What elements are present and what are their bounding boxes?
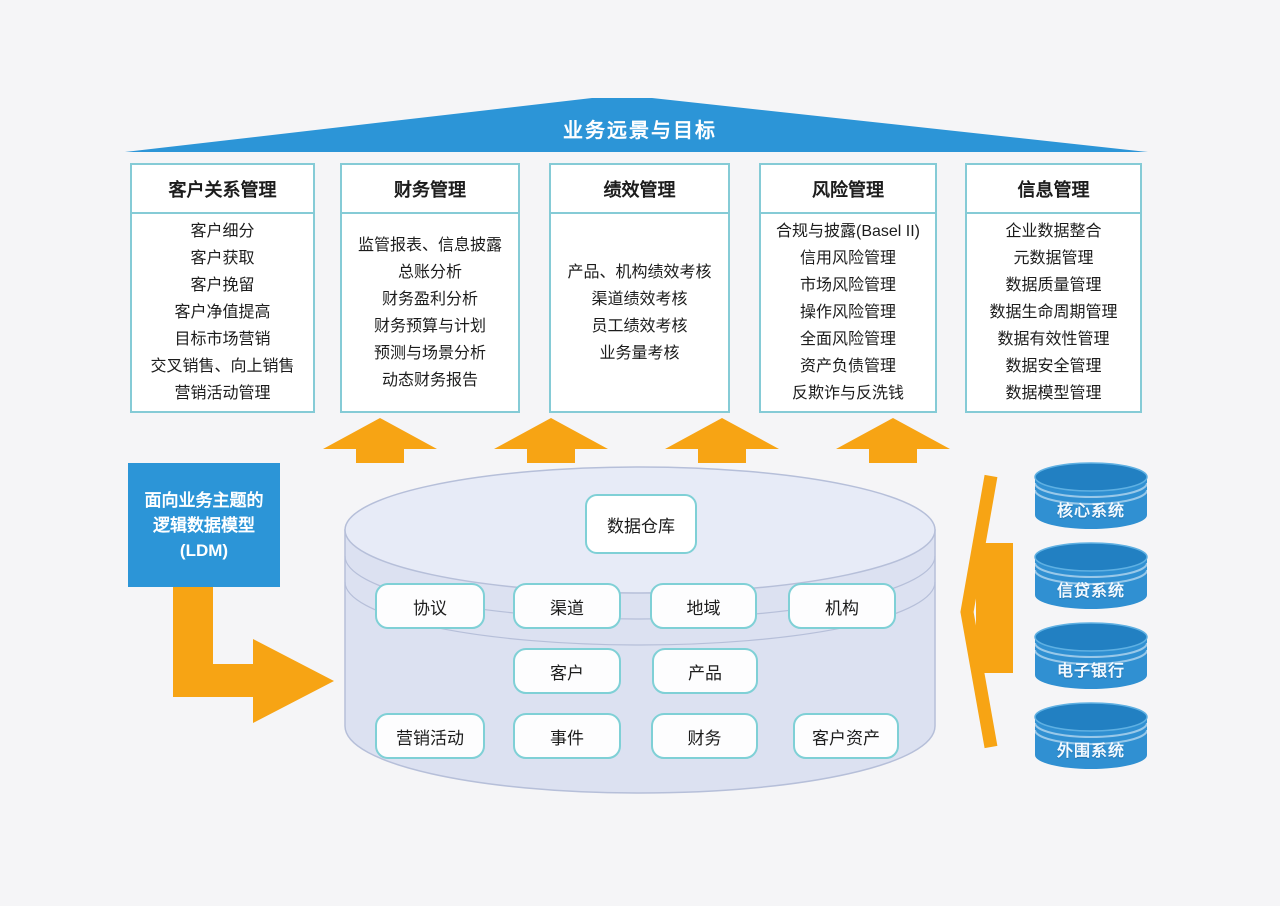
pillar-item: 客户净值提高 bbox=[174, 304, 271, 321]
pillar-item: 操作风险管理 bbox=[799, 304, 896, 321]
pillar-item: 营销活动管理 bbox=[174, 385, 271, 402]
pillar-items: 合规与披露(Basel II) 信用风险管理 市场风险管理 操作风险管理 全面风… bbox=[761, 214, 935, 411]
pillar-item: 客户细分 bbox=[190, 223, 255, 240]
ldm-box: 面向业务主题的 逻辑数据模型 (LDM) bbox=[128, 463, 280, 587]
pillar-item: 数据有效性管理 bbox=[997, 331, 1110, 348]
pillar-title: 客户关系管理 bbox=[132, 165, 313, 214]
pillar-item: 动态财务报告 bbox=[381, 371, 478, 389]
subject-pill: 产品 bbox=[652, 648, 758, 694]
pillar-items: 企业数据整合 元数据管理 数据质量管理 数据生命周期管理 数据有效性管理 数据安… bbox=[967, 214, 1140, 411]
pillar-item: 客户挽留 bbox=[190, 277, 255, 294]
pillar-item: 总账分析 bbox=[397, 263, 462, 281]
ldm-line: 面向业务主题的 bbox=[144, 490, 264, 510]
pillar-items: 产品、机构绩效考核 渠道绩效考核 员工绩效考核 业务量考核 bbox=[551, 214, 728, 411]
pillar-item: 市场风险管理 bbox=[799, 277, 896, 294]
source-system-label: 外围系统 bbox=[1056, 743, 1125, 760]
pillar-item: 业务量考核 bbox=[599, 344, 680, 362]
source-cylinder bbox=[1034, 702, 1148, 769]
source-cylinder bbox=[1034, 462, 1148, 529]
pillar-item: 企业数据整合 bbox=[1005, 223, 1102, 240]
up-arrow bbox=[323, 418, 437, 463]
pillar-item: 渠道绩效考核 bbox=[591, 290, 688, 308]
pillar-item: 员工绩效考核 bbox=[591, 317, 688, 335]
subject-pill: 地域 bbox=[650, 583, 757, 629]
source-system-label: 电子银行 bbox=[1056, 663, 1125, 680]
subject-pill: 事件 bbox=[513, 713, 621, 759]
source-system-label: 信贷系统 bbox=[1056, 583, 1125, 600]
source-cylinders bbox=[1034, 462, 1148, 769]
subject-pill: 渠道 bbox=[513, 583, 621, 629]
subject-pill: 机构 bbox=[788, 583, 896, 629]
sources-to-warehouse-arrow bbox=[960, 474, 1013, 749]
subject-pill: 协议 bbox=[375, 583, 485, 629]
pillar-title: 信息管理 bbox=[967, 165, 1140, 214]
pillar-title: 风险管理 bbox=[761, 165, 935, 214]
pillar-risk: 风险管理 合规与披露(Basel II) 信用风险管理 市场风险管理 操作风险管… bbox=[759, 163, 937, 413]
pillar-item: 产品、机构绩效考核 bbox=[567, 263, 712, 281]
pillar-item: 合规与披露(Basel II) bbox=[775, 223, 921, 240]
pillar-item: 资产负债管理 bbox=[799, 358, 896, 375]
pillar-finance: 财务管理 监管报表、信息披露 总账分析 财务盈利分析 财务预算与计划 预测与场景… bbox=[340, 163, 520, 413]
pillar-item: 数据生命周期管理 bbox=[989, 304, 1118, 321]
pillar-items: 监管报表、信息披露 总账分析 财务盈利分析 财务预算与计划 预测与场景分析 动态… bbox=[342, 214, 518, 411]
subject-pill: 营销活动 bbox=[375, 713, 485, 759]
pillar-items: 客户细分 客户获取 客户挽留 客户净值提高 目标市场营销 交叉销售、向上销售 营… bbox=[132, 214, 313, 411]
pillar-item: 监管报表、信息披露 bbox=[357, 236, 502, 254]
pillar-item: 目标市场营销 bbox=[174, 331, 271, 348]
pillar-item: 元数据管理 bbox=[1013, 250, 1094, 267]
data-warehouse-label: 数据仓库 bbox=[585, 494, 697, 554]
up-arrow bbox=[665, 418, 779, 463]
pillar-title: 财务管理 bbox=[342, 165, 518, 214]
subject-pill: 财务 bbox=[651, 713, 758, 759]
pillar-crm: 客户关系管理 客户细分 客户获取 客户挽留 客户净值提高 目标市场营销 交叉销售… bbox=[130, 163, 315, 413]
ldm-line: (LDM) bbox=[179, 540, 229, 560]
source-system-label: 核心系统 bbox=[1056, 503, 1125, 520]
pillar-performance: 绩效管理 产品、机构绩效考核 渠道绩效考核 员工绩效考核 业务量考核 bbox=[549, 163, 730, 413]
pillar-item: 财务预算与计划 bbox=[373, 317, 486, 335]
pillar-item: 信用风险管理 bbox=[799, 250, 896, 267]
roof-shape bbox=[125, 98, 1148, 152]
up-arrow bbox=[836, 418, 950, 463]
pillar-item: 预测与场景分析 bbox=[373, 344, 486, 362]
pillar-item: 全面风险管理 bbox=[799, 331, 896, 348]
pillar-item: 交叉销售、向上销售 bbox=[150, 358, 295, 375]
pillar-item: 数据安全管理 bbox=[1005, 358, 1102, 375]
pillar-item: 数据质量管理 bbox=[1005, 277, 1102, 294]
pillar-item: 数据模型管理 bbox=[1005, 385, 1102, 402]
source-cylinder bbox=[1034, 622, 1148, 689]
roof-title: 业务远景与目标 bbox=[563, 120, 717, 142]
ldm-line: 逻辑数据模型 bbox=[153, 515, 255, 535]
source-cylinder bbox=[1034, 542, 1148, 609]
subject-pill: 客户 bbox=[513, 648, 621, 694]
ldm-to-warehouse-arrow bbox=[173, 587, 334, 723]
pillar-title: 绩效管理 bbox=[551, 165, 728, 214]
pillar-item: 反欺诈与反洗钱 bbox=[791, 385, 904, 402]
up-arrow bbox=[494, 418, 608, 463]
subject-pill: 客户资产 bbox=[793, 713, 899, 759]
pillar-item: 客户获取 bbox=[190, 250, 255, 267]
pillar-item: 财务盈利分析 bbox=[381, 290, 478, 308]
pillar-information: 信息管理 企业数据整合 元数据管理 数据质量管理 数据生命周期管理 数据有效性管… bbox=[965, 163, 1142, 413]
